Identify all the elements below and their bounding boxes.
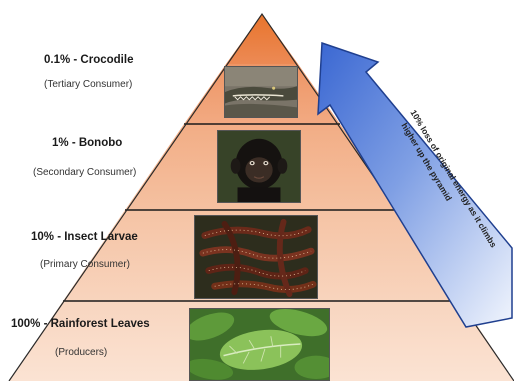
crocodile-photo [224, 66, 298, 118]
level-3-title: 10% - Insect Larvae [31, 231, 138, 243]
level-1-role: (Tertiary Consumer) [44, 79, 132, 90]
level-2-role: (Secondary Consumer) [33, 167, 136, 178]
insect-larvae-photo [194, 215, 318, 299]
pyramid-apex [226, 14, 298, 64]
rainforest-leaves-photo [189, 308, 330, 381]
bonobo-photo [217, 130, 301, 203]
level-2-title: 1% - Bonobo [52, 137, 122, 149]
level-4-title: 100% - Rainforest Leaves [11, 318, 150, 330]
level-3-role: (Primary Consumer) [40, 259, 130, 270]
level-1-title: 0.1% - Crocodile [44, 54, 133, 66]
level-4-role: (Producers) [55, 347, 107, 358]
